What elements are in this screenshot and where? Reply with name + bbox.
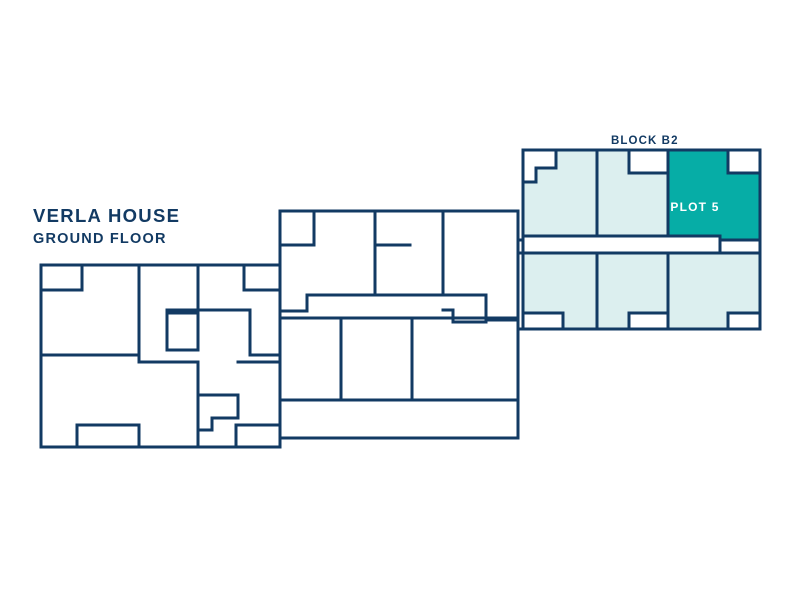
- block-west-wing[interactable]: [39, 263, 282, 449]
- west-bottom-notch-1: [75, 423, 141, 449]
- wing-connectors: [278, 209, 525, 449]
- plot-5-entry-notch: [726, 148, 762, 175]
- west-lower-step-wall: [196, 360, 240, 432]
- west-room-tr: [242, 263, 282, 292]
- west-corridor-left: [39, 353, 200, 364]
- block-b2-unit-2-entry-notch: [627, 148, 670, 175]
- west-room-tl: [39, 263, 84, 292]
- block-b2-unit-4-entry-notch: [521, 311, 565, 331]
- west-bottom-notch-2: [234, 423, 282, 449]
- block-central-wing[interactable]: [278, 209, 520, 440]
- block-b2-label: BLOCK B2: [611, 135, 679, 147]
- page-title-floor: GROUND FLOOR: [33, 231, 167, 247]
- block-b2-unit-6-entry-notch: [726, 311, 762, 331]
- block-b2-corridor: [521, 234, 722, 255]
- central-corridor-wall-right: [441, 293, 520, 322]
- central-corridor-wall: [278, 293, 445, 313]
- block-b2-unit-5-entry-notch: [627, 311, 670, 331]
- page-title-building: VERLA HOUSE: [33, 205, 180, 226]
- plot-5-label: PLOT 5: [670, 200, 719, 214]
- west-corridor-upper-right: [165, 308, 252, 357]
- west-corridor-upper-step: [165, 311, 200, 352]
- block-b2-east[interactable]: [521, 148, 762, 331]
- central-step-detail: [441, 308, 488, 324]
- central-room-tl-divider: [278, 209, 316, 247]
